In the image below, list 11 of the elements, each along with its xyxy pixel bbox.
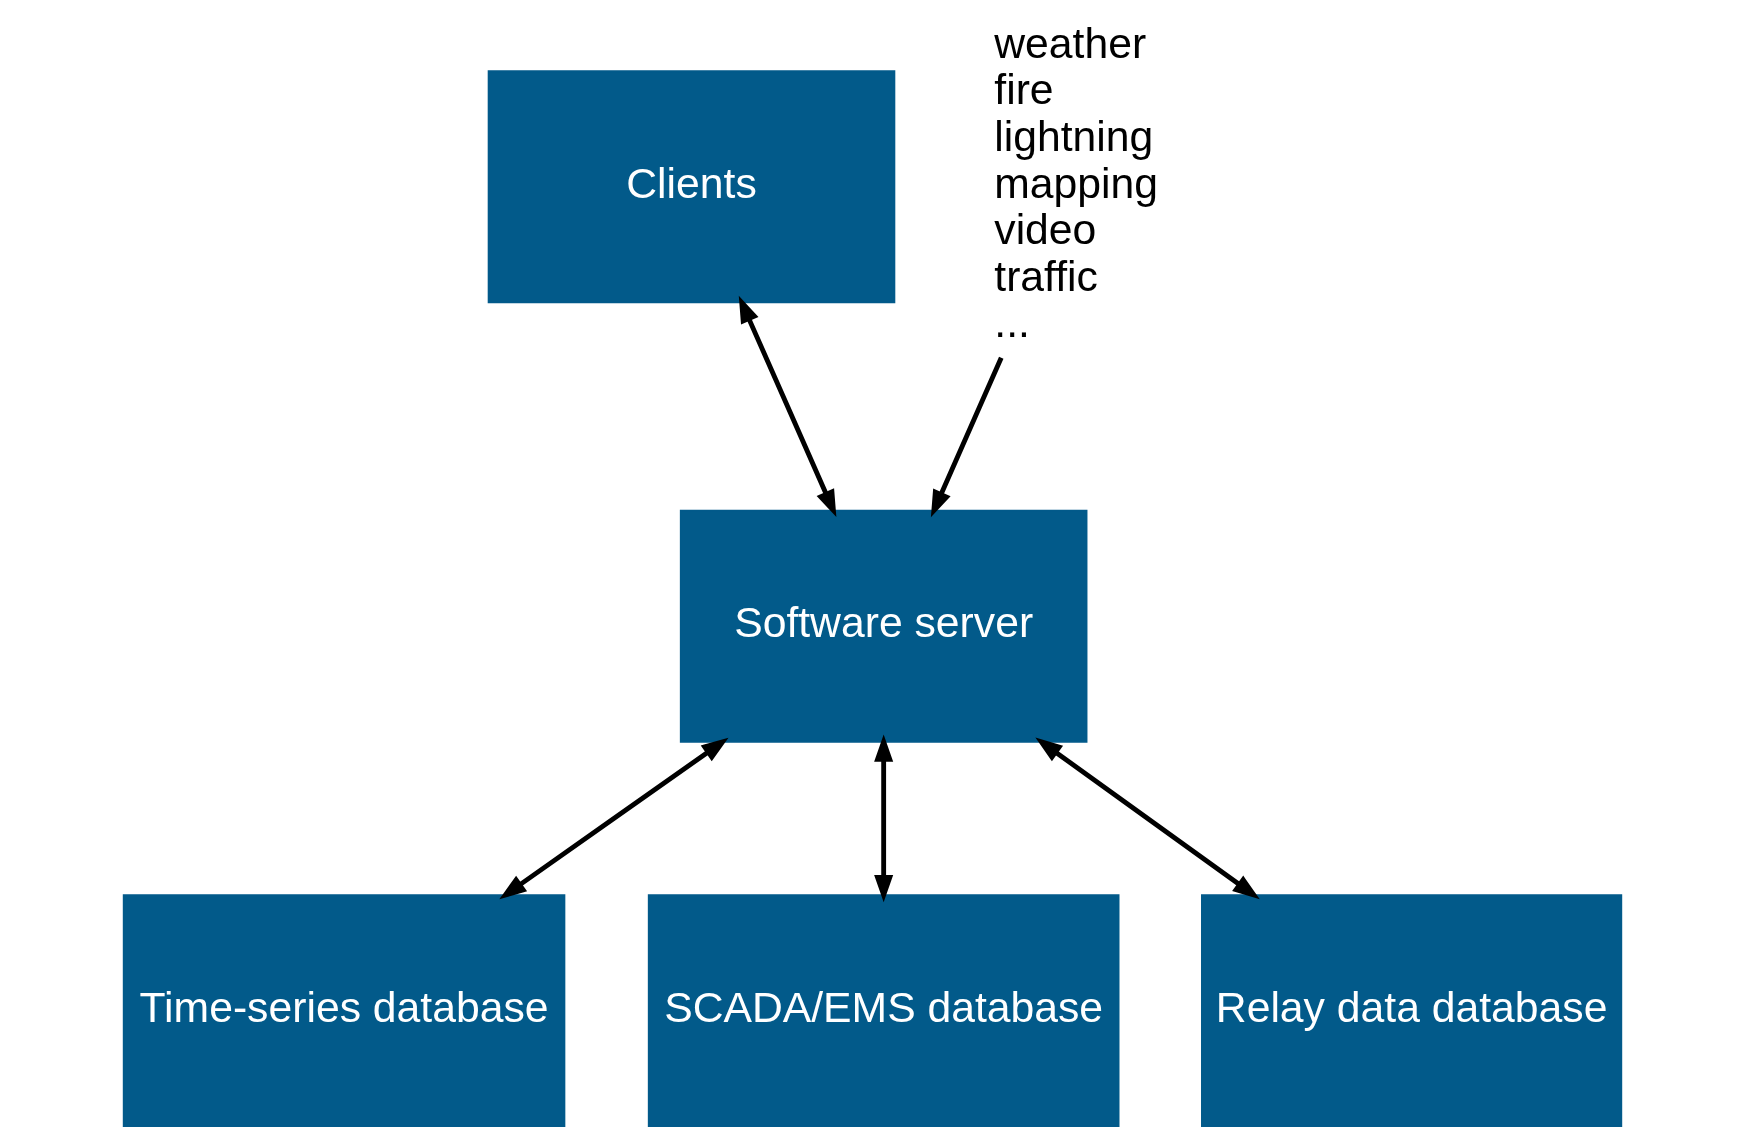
node-box: Clients [487,70,896,304]
node-text: weather fire lightning mapping video traffic ... [994,18,1159,347]
arrow [874,734,894,903]
node-box: Relay data database [1201,894,1623,1128]
node-box: Time-series database [122,894,566,1128]
arrow [738,295,837,518]
node-box: SCADA/EMS database [647,894,1120,1128]
arrow [930,356,1004,518]
arrow [1035,737,1260,900]
node-box: Software server [679,509,1088,743]
arrow [499,737,729,900]
